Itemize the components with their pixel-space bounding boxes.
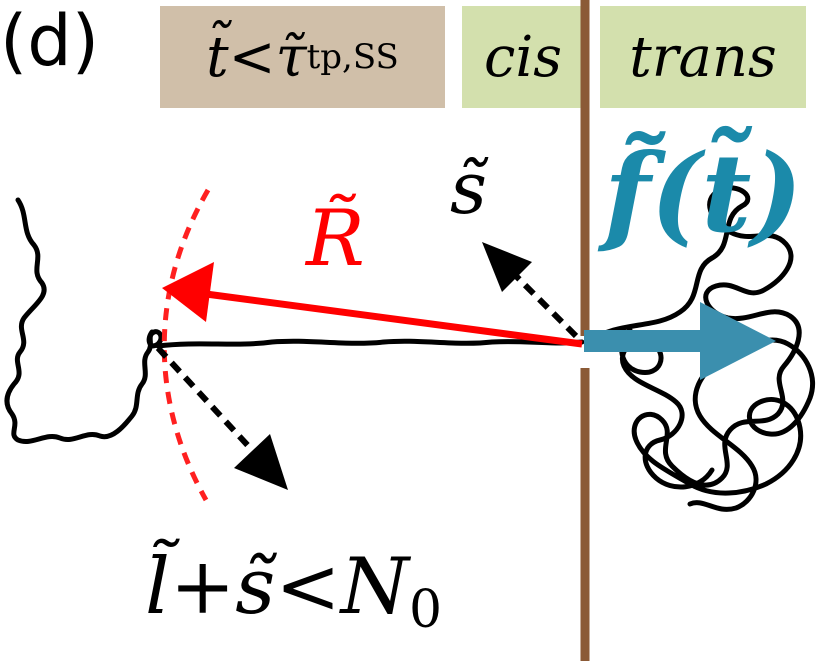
segment-label: s̃ xyxy=(450,146,487,230)
direction-arrowhead xyxy=(234,434,288,490)
end-to-end-label: R̃ xyxy=(306,194,365,284)
cis-label: cis xyxy=(483,24,562,90)
force-label: f̃(t̃) xyxy=(604,131,803,257)
trans-polymer-loop xyxy=(619,327,715,490)
end-to-end-arrowhead xyxy=(162,262,214,322)
segment-arrowhead xyxy=(482,242,532,292)
time-condition-text: t̃<τ̃ xyxy=(206,24,307,90)
end-to-end-vector xyxy=(205,290,583,348)
trans-box xyxy=(600,6,806,108)
cis-polymer-bridge xyxy=(155,338,585,349)
force-arrow-shaft xyxy=(584,330,710,352)
direction-arrow-line xyxy=(155,345,255,453)
condition-label: l̃+s̃<N0 xyxy=(145,548,442,636)
trans-polymer-blob xyxy=(585,185,816,512)
time-condition-box xyxy=(160,6,445,108)
panel-label: (d) xyxy=(0,0,100,82)
condition-text: l̃+s̃<N xyxy=(145,542,409,632)
radius-arc xyxy=(161,188,211,502)
force-arrowhead xyxy=(700,302,776,380)
time-condition-subscript: tp,SS xyxy=(306,37,399,77)
cis-polymer-chain xyxy=(4,197,164,444)
trans-label: trans xyxy=(629,24,777,90)
time-condition-label: t̃<τ̃tp,SS xyxy=(160,6,445,108)
segment-arrow-line xyxy=(509,269,579,339)
condition-subscript: 0 xyxy=(408,580,443,640)
cis-box xyxy=(462,6,584,108)
